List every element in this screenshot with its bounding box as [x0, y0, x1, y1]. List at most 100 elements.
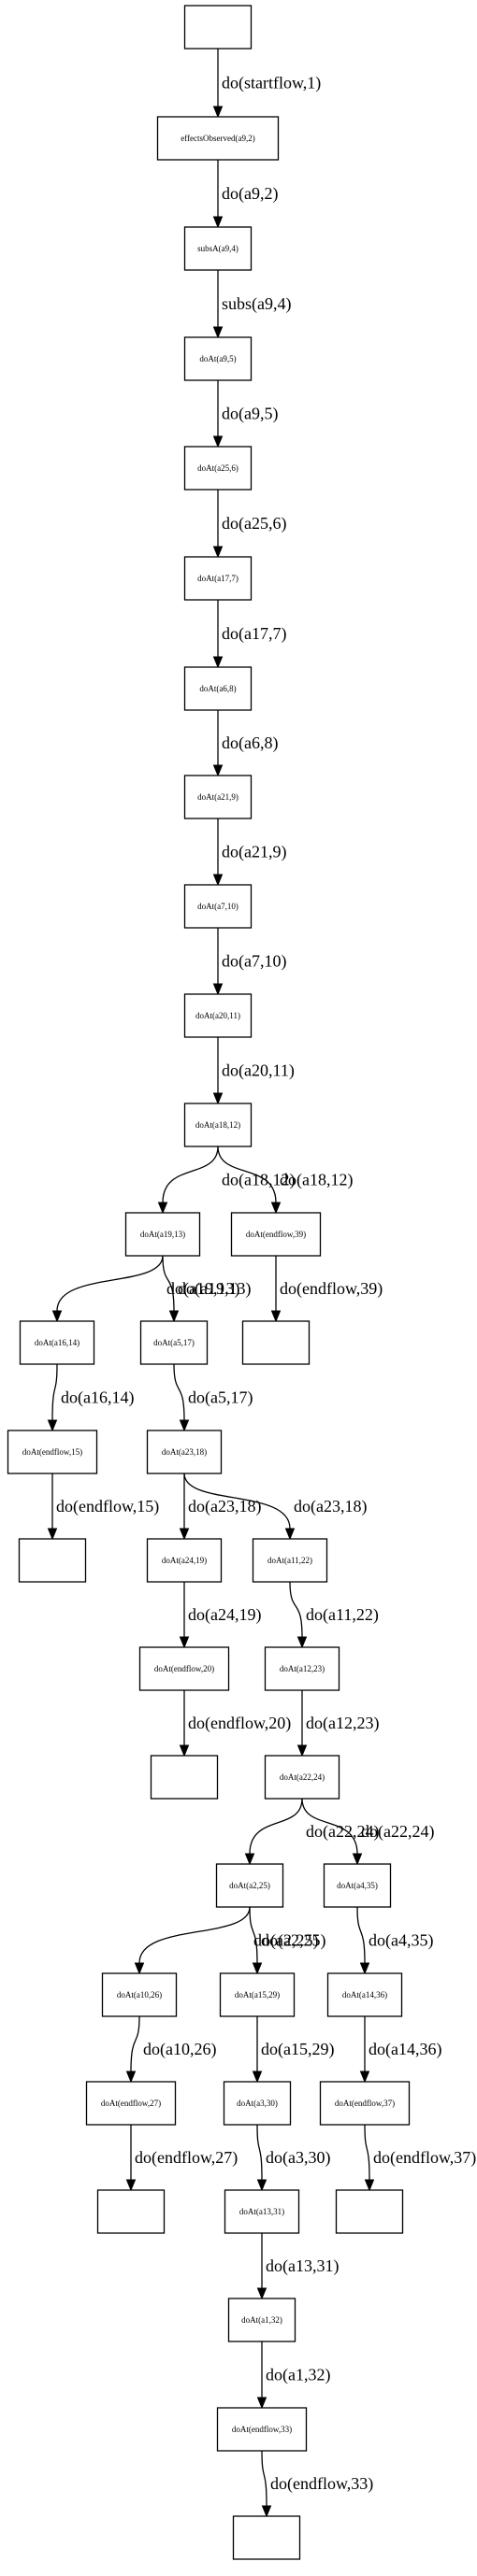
edge-line [56, 1255, 164, 1312]
arrowhead [47, 1528, 58, 1541]
node-e27 [96, 2189, 166, 2234]
node-label: doAt(endflow,39) [246, 1230, 306, 1239]
node-box [232, 2515, 301, 2560]
edge-label: do(endflow,27) [135, 2148, 238, 2168]
node-label: doAt(a18,12) [195, 1120, 240, 1130]
edge-n24-n27: do(a10,26) [125, 2015, 216, 2084]
node-start [183, 5, 253, 50]
node-n11: doAt(a19,13) [124, 1212, 201, 1257]
edge-n23-n26: do(a4,35) [356, 1906, 433, 1975]
edge-n22-n25: do(a2,25) [249, 1906, 325, 1975]
edge-n2-n3: subs(a9,4) [212, 270, 292, 339]
arrowhead [256, 2287, 267, 2300]
node-box [183, 1103, 253, 1147]
node-box [264, 1646, 340, 1691]
arrowhead [359, 1962, 370, 1975]
edge-n4-n5: do(a25,6) [212, 490, 286, 559]
node-n16: doAt(a23,18) [146, 1430, 223, 1474]
node-box [156, 116, 280, 161]
node-n15: doAt(endflow,15) [7, 1430, 98, 1474]
node-label: doAt(a22,24) [280, 1772, 325, 1782]
node-box [85, 2081, 177, 2126]
arrowhead [359, 2071, 370, 2084]
node-box [241, 1320, 311, 1365]
arrowhead [51, 1310, 63, 1323]
edge-label: do(a9,2) [222, 184, 278, 204]
node-label: doAt(endflow,33) [232, 2425, 292, 2434]
node-box [264, 1755, 340, 1800]
arrowhead [47, 1419, 58, 1432]
edge-label: do(a18,12) [280, 1171, 353, 1190]
edge-line [173, 1363, 185, 1421]
nodes-layer: effectsObserved(a9,2)subsA(a9,4)doAt(a9,… [7, 5, 411, 2560]
node-box [183, 884, 253, 929]
edge-line [249, 1906, 258, 1964]
edge-line [261, 2450, 267, 2507]
node-label: doAt(a11,22) [267, 1556, 312, 1565]
node-n14: doAt(a5,17) [139, 1320, 209, 1365]
node-n8: doAt(a7,10) [183, 884, 253, 929]
edge-label: do(a20,11) [222, 1061, 295, 1081]
arrowhead [168, 1310, 180, 1323]
edge-label: do(endflow,39) [280, 1279, 383, 1299]
edge-start-n1: do(startflow,1) [212, 49, 321, 119]
edge-line [256, 2124, 263, 2181]
node-label: doAt(a19,13) [140, 1230, 185, 1239]
arrowhead [352, 1853, 363, 1866]
edge-line [51, 1363, 58, 1421]
node-n3: doAt(a9,5) [183, 336, 253, 381]
edge-line [364, 2124, 370, 2181]
node-label: doAt(a17,7) [197, 574, 238, 583]
node-box [219, 1972, 296, 2017]
edge-label: do(a3,30) [266, 2148, 330, 2168]
node-box [183, 993, 253, 1038]
edge-n16-n17: do(a23,18) [179, 1473, 261, 1541]
node-box [183, 336, 253, 381]
edge-line [217, 1146, 277, 1203]
edge-label: do(endflow,37) [373, 2148, 476, 2168]
node-n7: doAt(a21,9) [183, 775, 253, 819]
edge-n6-n7: do(a6,8) [212, 710, 278, 777]
node-n31: doAt(a1,32) [227, 2298, 296, 2342]
node-n19: doAt(endflow,20) [138, 1646, 230, 1691]
node-n29: doAt(endflow,37) [319, 2081, 411, 2126]
edge-line [289, 1581, 303, 1638]
edge-n32-e33: do(endflow,33) [261, 2450, 373, 2518]
edge-label: do(endflow,15) [56, 1497, 159, 1516]
node-n12: doAt(endflow,39) [230, 1212, 322, 1257]
arrowhead [270, 1310, 282, 1323]
arrowhead [157, 1202, 168, 1215]
edge-n7-n8: do(a21,9) [212, 818, 286, 887]
edge-n9-n10: do(a20,11) [212, 1037, 295, 1105]
edge-label: do(a13,31) [266, 2256, 339, 2276]
edge-label: subs(a9,4) [222, 294, 292, 314]
node-n32: doAt(endflow,33) [216, 2407, 308, 2452]
edge-label: do(a16,14) [61, 1388, 134, 1408]
node-box [101, 1972, 178, 2017]
node-label: doAt(a10,26) [117, 1990, 162, 2000]
node-box [319, 2081, 411, 2126]
node-n13: doAt(a16,14) [19, 1320, 95, 1365]
node-n5: doAt(a17,7) [183, 556, 253, 601]
node-box [183, 666, 253, 711]
node-n20: doAt(a12,23) [264, 1646, 340, 1691]
node-box [216, 2407, 308, 2452]
edge-n14-n16: do(a5,17) [173, 1363, 253, 1432]
arrowhead [296, 1744, 308, 1758]
node-label: doAt(endflow,20) [154, 1664, 214, 1673]
edge-n21-n22: do(a22,24) [244, 1798, 379, 1866]
arrowhead [179, 1419, 190, 1432]
edge-label: do(a17,7) [222, 624, 286, 644]
edge-n11-n13: do(a19,13) [51, 1255, 239, 1323]
edge-label: do(a12,23) [306, 1714, 379, 1733]
arrowhead [256, 2179, 267, 2192]
node-label: doAt(a9,5) [199, 354, 236, 363]
edge-n5-n6: do(a17,7) [212, 600, 286, 669]
edge-label: do(a5,17) [188, 1388, 253, 1408]
edge-line [249, 1798, 303, 1855]
node-label: doAt(a6,8) [199, 684, 236, 693]
node-n27: doAt(endflow,27) [85, 2081, 177, 2126]
edge-n12-e39: do(endflow,39) [270, 1256, 383, 1323]
edge-n8-n9: do(a7,10) [212, 928, 286, 996]
